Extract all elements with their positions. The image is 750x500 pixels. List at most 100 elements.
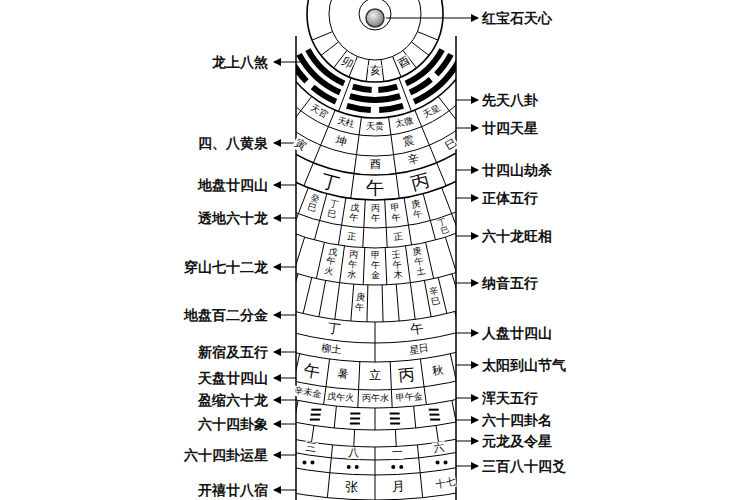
ring-line: [296, 0, 456, 408]
ring-cell-text: 辛巳: [429, 286, 442, 307]
ring-cell-text: 酉: [369, 159, 382, 171]
cell-divider: [424, 387, 426, 405]
cell-divider: [382, 285, 384, 322]
ring-line: [296, 0, 456, 475]
leader-line: [274, 218, 296, 219]
ring-cell-text: 十七: [433, 476, 456, 490]
ring-name-label: 盈缩六十龙: [198, 392, 268, 408]
leader-line: [274, 315, 296, 316]
cell-divider: [335, 283, 340, 320]
ring-name-label: 六十四卦名: [482, 412, 552, 428]
ring-name-label: 新宿及五行: [198, 344, 268, 360]
cell-divider: [364, 200, 365, 228]
trigram-line: [378, 87, 397, 90]
ring-cell-text: 丙午水: [361, 394, 390, 404]
ring-cell-text: 庚午: [410, 199, 423, 220]
ring-line: [296, 0, 456, 390]
leader-line: [274, 378, 296, 379]
cell-divider: [353, 429, 355, 446]
cell-divider: [417, 445, 418, 458]
cell-divider: [396, 174, 399, 199]
ring-line: [296, 0, 456, 343]
ring-name-label: 六十龙旺相: [482, 228, 552, 244]
leader-line: [456, 236, 478, 237]
cell-divider: [391, 390, 393, 408]
leader-line: [274, 352, 296, 353]
hexagram-mark: [429, 414, 439, 416]
ring-name-label: 四、八黄泉: [198, 135, 268, 151]
ring-cell-text: 亥: [369, 65, 382, 77]
cell-divider: [340, 246, 345, 283]
cell-divider: [430, 221, 435, 240]
ring-line: [296, 0, 456, 248]
ring-cell-text: 天柱: [335, 116, 357, 131]
cell-divider: [375, 322, 376, 343]
ring-name-label: 六十四卦运星: [184, 447, 268, 463]
ring-cell-text: 丙: [397, 365, 416, 384]
hexagram-mark: [350, 423, 360, 425]
cell-divider: [375, 408, 376, 430]
yao-dot: [310, 461, 314, 465]
leader-line: [456, 100, 478, 101]
leader-line: [456, 333, 478, 334]
ring-name-label: 人盘廿四山: [482, 325, 552, 341]
ring-cell-text: 甲午金: [394, 391, 424, 403]
ring-cell-text: 丙: [408, 170, 432, 194]
leader-lines: [274, 18, 478, 490]
cell-divider: [313, 145, 320, 163]
ring-cell-text: 丙午: [371, 204, 380, 224]
trigram-line: [299, 54, 340, 92]
cell-divider: [326, 359, 330, 387]
ring-name-label: 浑天五行: [482, 390, 538, 406]
cell-divider: [375, 447, 376, 460]
ring-name-label: 穿山七十二龙: [184, 259, 268, 275]
ring-cell-text: 坤: [333, 134, 349, 149]
ring-line: [296, 0, 456, 156]
ring-cell-text: 甲午金: [371, 251, 380, 281]
leader-line: [274, 490, 296, 491]
ring-cell-text: 癸巳: [306, 193, 321, 215]
ring-line: [296, 0, 456, 175]
cell-divider: [386, 228, 387, 248]
ring-cell-text: 星日: [407, 342, 430, 356]
ring-cell-text: 辛: [406, 152, 422, 167]
cell-divider: [396, 284, 399, 321]
cell-divider: [354, 155, 356, 174]
leader-line: [274, 62, 300, 63]
strip-edge: [295, 36, 297, 500]
ring-name-label: 地盘百二分金: [184, 307, 268, 323]
cell-divider: [312, 32, 332, 40]
leader-line: [456, 441, 478, 442]
ring-name-label: 先天八卦: [482, 92, 538, 108]
ring-name-label: 太阳到山节气: [482, 357, 566, 373]
hexagram-mark: [350, 413, 360, 415]
ring-cell-text: 丙午水: [347, 250, 359, 280]
cell-divider: [319, 280, 326, 316]
ring-cell-text: 庚午: [355, 292, 365, 312]
cell-divider: [304, 163, 314, 186]
trigram-line: [406, 50, 442, 84]
cell-divider: [450, 354, 456, 381]
cell-divider: [429, 145, 436, 163]
cell-divider: [408, 225, 411, 245]
ring-cell-text: 丁: [325, 321, 342, 337]
cell-divider: [303, 278, 312, 314]
cell-divider: [437, 163, 447, 186]
ring-line: [296, 0, 456, 322]
cell-divider: [375, 475, 376, 500]
ring-name-label: 天盘廿四山: [198, 370, 268, 386]
cell-divider: [342, 198, 346, 226]
ring-cell-text: 午: [302, 360, 323, 380]
leader-line: [456, 420, 478, 421]
cell-divider: [420, 473, 422, 498]
ring-cell-text: 太微: [393, 116, 415, 131]
cell-divider: [410, 283, 415, 320]
ring-name-label: 地盘廿四山: [198, 177, 268, 193]
cell-divider: [436, 425, 438, 442]
ring-cell-text: 寅: [291, 136, 308, 153]
ring-cell-text: 天贵: [365, 122, 385, 132]
ring-name-label: 透地六十龙: [198, 210, 268, 226]
cell-divider: [406, 246, 411, 283]
leader-line: [274, 185, 296, 186]
ring-cell-text: 六: [432, 441, 447, 455]
